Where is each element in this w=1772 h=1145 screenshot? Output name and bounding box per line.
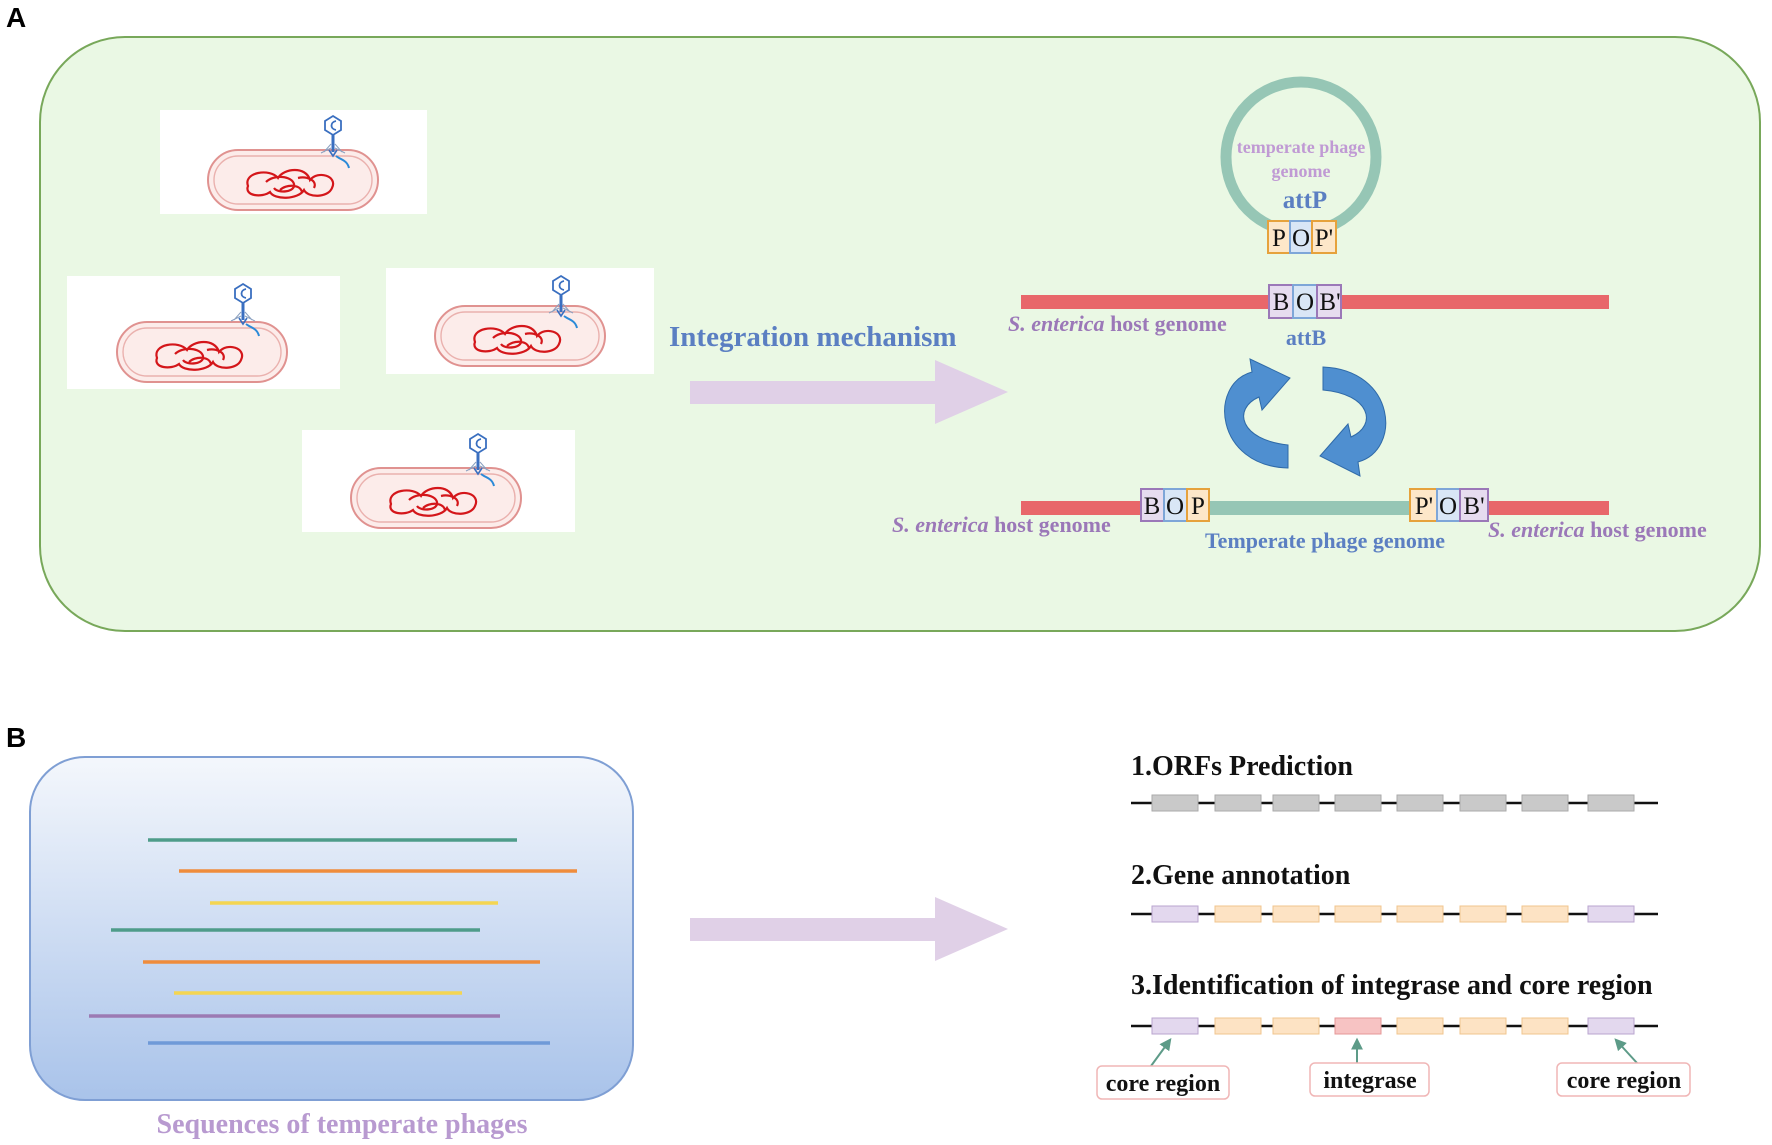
- bacterium-infected-3: [386, 268, 654, 374]
- integrase-gene: [1334, 1017, 1382, 1035]
- step-1-title: 1.ORFs Prediction: [1131, 751, 1353, 782]
- step-3-title: 3.Identification of integrase and core r…: [1131, 970, 1653, 1001]
- attB-label: attB: [1286, 325, 1327, 350]
- sequences-caption: Sequences of temperate phages: [157, 1109, 528, 1140]
- integrase-box: [1309, 1062, 1430, 1097]
- left-junction-O: O: [1166, 493, 1184, 520]
- core-region-right-pointer: [1614, 1038, 1638, 1064]
- core-region-gene-left: [1151, 1017, 1199, 1035]
- phage-genome-label-line1: temperate phage: [1237, 137, 1365, 157]
- step-2-genes: [1151, 905, 1635, 923]
- bacterium-infected-1: [160, 110, 427, 214]
- step-2-title: 2.Gene annotation: [1131, 860, 1351, 891]
- step-3-genes: [1151, 1017, 1635, 1035]
- attP-site-P: P: [1272, 225, 1286, 252]
- recombination-cycle-arrows: [1224, 358, 1387, 477]
- phage-genome-label-line2: genome: [1272, 161, 1331, 181]
- step-1-orfs: [1151, 794, 1635, 812]
- attB-site-B-prime: B': [1319, 289, 1340, 316]
- sequence-lines: [89, 838, 577, 1045]
- panel-b-letter: B: [6, 722, 26, 753]
- attP-site-O: O: [1292, 225, 1310, 252]
- left-junction-P: P: [1191, 493, 1205, 520]
- core-region-right-label: core region: [1567, 1068, 1681, 1094]
- panel-b-arrow: [690, 897, 1008, 961]
- core-region-left-box: [1096, 1065, 1230, 1100]
- attP-sites: P O P': [1267, 220, 1337, 254]
- attB-site-B: B: [1273, 289, 1290, 316]
- integrated-phage-label: Temperate phage genome: [1205, 528, 1445, 553]
- panel-a-arrow: [690, 360, 1008, 424]
- host-genome-label-top: S. enterica host genome: [1008, 311, 1227, 336]
- core-region-left-label: core region: [1106, 1071, 1220, 1097]
- attP-label: attP: [1283, 187, 1327, 214]
- integrase-label: integrase: [1323, 1068, 1417, 1094]
- host-genome-left-segment: [1021, 501, 1143, 515]
- right-junction-B-prime: B': [1463, 493, 1484, 520]
- core-region-right-box: [1556, 1062, 1691, 1097]
- left-junction-sites: B O P: [1140, 488, 1210, 522]
- attP-site-P-prime: P': [1315, 225, 1333, 252]
- bacterium-infected-2: [67, 276, 340, 389]
- integration-mechanism-label: Integration mechanism: [669, 321, 957, 353]
- attB-site-O: O: [1296, 289, 1314, 316]
- left-junction-B: B: [1144, 493, 1161, 520]
- core-region-gene-right: [1587, 1017, 1635, 1035]
- host-genome-label-left: S. enterica host genome: [892, 512, 1111, 537]
- panel-a-letter: A: [6, 2, 26, 33]
- right-junction-sites: P' O B': [1409, 488, 1489, 522]
- host-genome-label-right: S. enterica host genome: [1488, 517, 1707, 542]
- core-region-left-pointer: [1150, 1038, 1172, 1067]
- right-junction-O: O: [1439, 493, 1457, 520]
- bacterium-infected-4: [302, 430, 575, 532]
- host-genome-right-segment: [1488, 501, 1609, 515]
- integrated-phage-segment: [1208, 501, 1410, 515]
- attB-sites: B O B': [1268, 284, 1342, 319]
- right-junction-P-prime: P': [1415, 493, 1433, 520]
